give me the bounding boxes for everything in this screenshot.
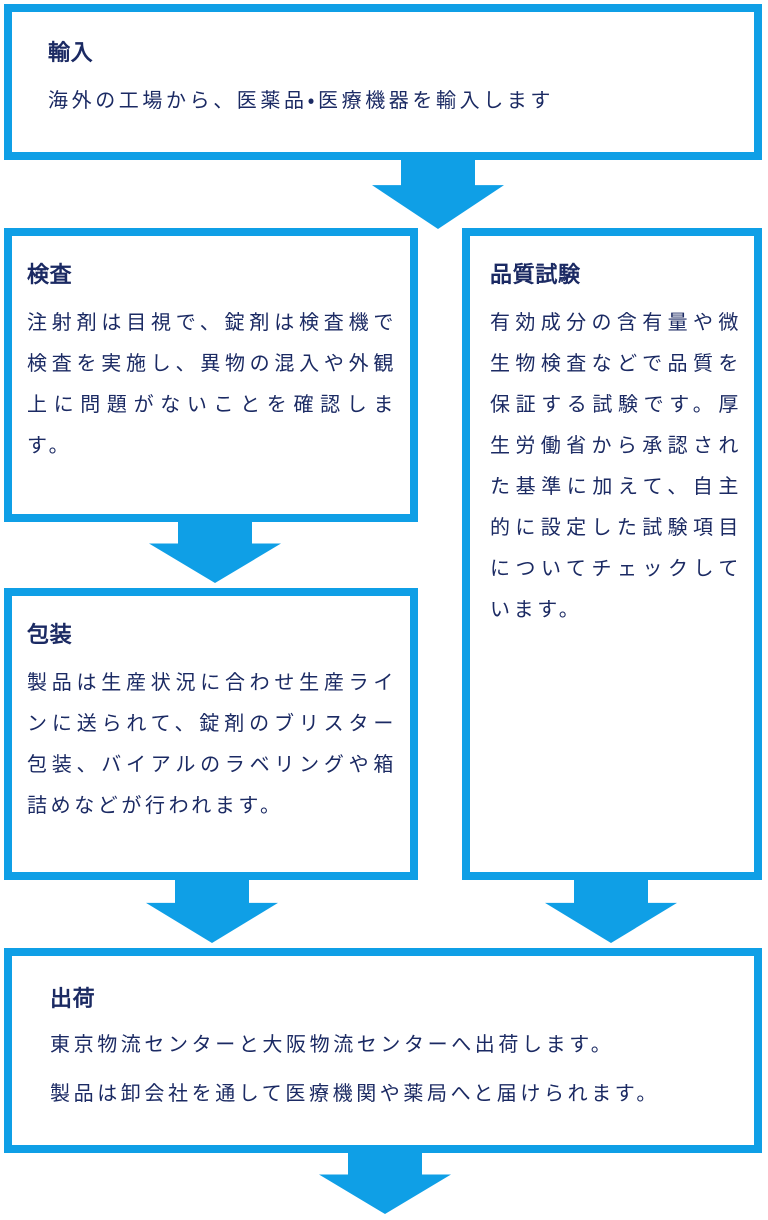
flow-step-packaging: 包装 製品は生産状況に合わせ生産ラインに送られて、錠剤のブリスター包装、バイアル… <box>4 588 418 880</box>
step-body: 製品は生産状況に合わせ生産ラインに送られて、錠剤のブリスター包装、バイアルのラベ… <box>27 671 397 817</box>
step-title: 検査 <box>27 262 73 287</box>
down-arrow-icon <box>146 880 278 943</box>
flow-step-inspection: 検査 注射剤は目視で、錠剤は検査機で検査を実施し、異物の混入や外観上に問題がない… <box>4 228 418 522</box>
step-body: 注射剤は目視で、錠剤は検査機で検査を実施し、異物の混入や外観上に問題がないことを… <box>27 311 397 457</box>
flow-step-shipping: 出荷 東京物流センターと大阪物流センターへ出荷します。 製品は卸会社を通して医療… <box>4 948 762 1153</box>
step-body: 海外の工場から、医薬品・医療機器を輸入します <box>48 89 554 112</box>
step-title: 出荷 <box>50 986 96 1011</box>
step-body: 東京物流センターと大阪物流センターへ出荷します。 製品は卸会社を通して医療機関や… <box>50 1025 724 1115</box>
step-body-line: 製品は卸会社を通して医療機関や薬局へと届けられます。 <box>50 1082 660 1105</box>
down-arrow-icon <box>545 880 677 943</box>
flow-step-quality-test: 品質試験 有効成分の含有量や微生物検査などで品質を保証する試験です。厚生労働省か… <box>462 228 762 880</box>
down-arrow-icon <box>372 160 504 229</box>
step-body: 有効成分の含有量や微生物検査などで品質を保証する試験です。厚生労働省から承認され… <box>490 311 742 621</box>
step-body-line: 東京物流センターと大阪物流センターへ出荷します。 <box>50 1033 615 1056</box>
flow-step-import: 輸入 海外の工場から、医薬品・医療機器を輸入します <box>4 4 762 160</box>
down-arrow-icon <box>149 521 281 583</box>
down-arrow-icon <box>319 1152 451 1214</box>
step-title: 包装 <box>27 622 73 647</box>
step-title: 品質試験 <box>490 262 581 287</box>
step-title: 輸入 <box>48 40 94 65</box>
